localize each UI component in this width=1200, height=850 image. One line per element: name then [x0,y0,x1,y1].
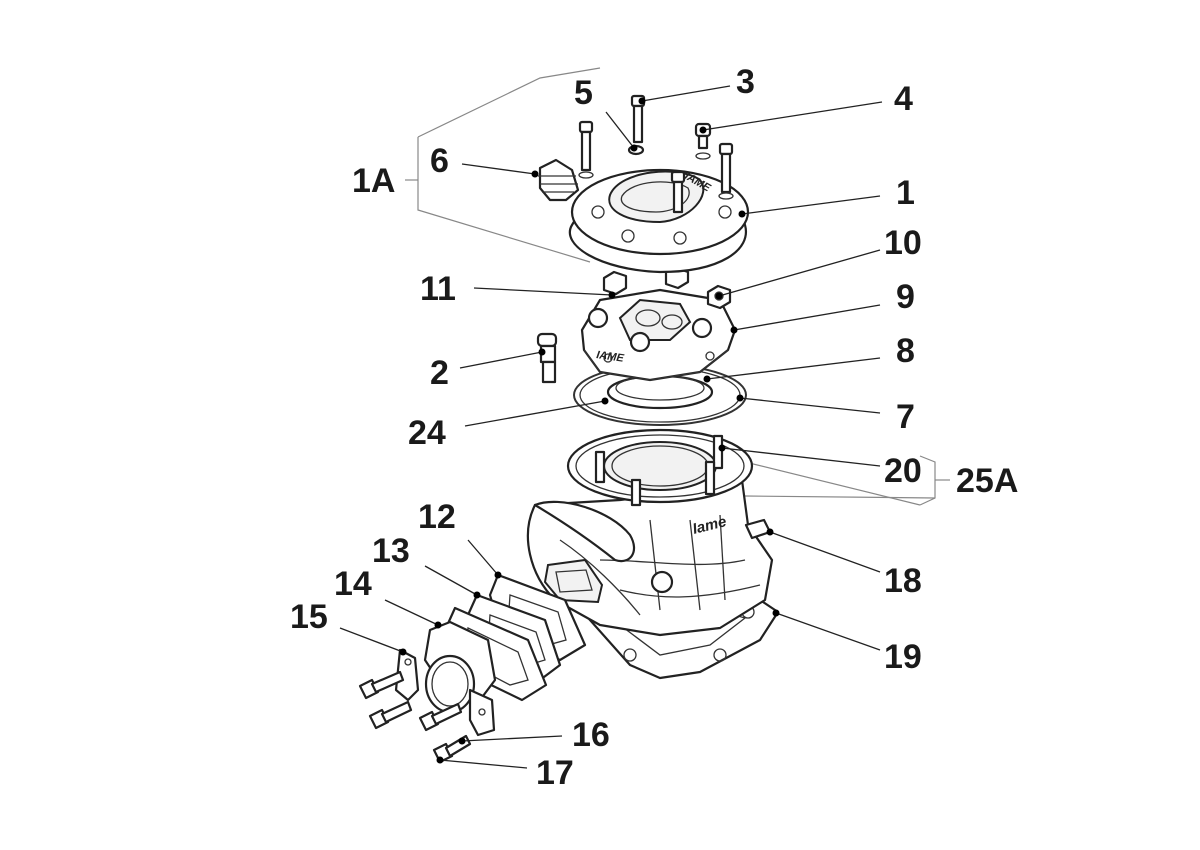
decompression-valve [538,158,580,202]
callout-3: 3 [736,63,755,101]
callout-19: 19 [884,638,922,676]
callout-25A: 25A [956,462,1018,500]
callout-13: 13 [372,532,410,570]
callout-18: 18 [884,562,922,600]
callout-4: 4 [894,80,913,118]
callout-5: 5 [574,74,593,112]
intake-manifold [394,620,497,737]
cylinder: Iame [526,428,774,637]
callout-2: 2 [430,354,449,392]
callout-1: 1 [896,174,915,212]
bracket-1A [405,67,601,263]
leader-lines [339,85,883,769]
head-cover: IAME [568,168,750,274]
plate-logo: IAME [596,349,626,365]
callout-7: 7 [896,398,915,436]
callout-labels: 3 4 5 6 1A 1 10 11 9 2 8 7 24 20 25A 12 … [290,63,1018,792]
callout-6: 6 [430,142,449,180]
bracket-25A [744,455,950,506]
head-plate: IAME [580,288,737,382]
callout-9: 9 [896,278,915,316]
callout-24: 24 [408,414,446,452]
nut-11 [602,266,690,296]
callout-15: 15 [290,598,328,636]
spark-plug-2 [536,332,558,384]
callout-10: 10 [884,224,922,262]
callout-1A: 1A [352,162,395,200]
callout-11: 11 [420,270,456,308]
callout-16: 16 [572,716,610,754]
combustion-insert [606,374,714,410]
callout-17: 17 [536,754,574,792]
callout-14: 14 [334,565,372,603]
callout-20: 20 [884,452,922,490]
callout-12: 12 [418,498,456,536]
callout-8: 8 [896,332,915,370]
